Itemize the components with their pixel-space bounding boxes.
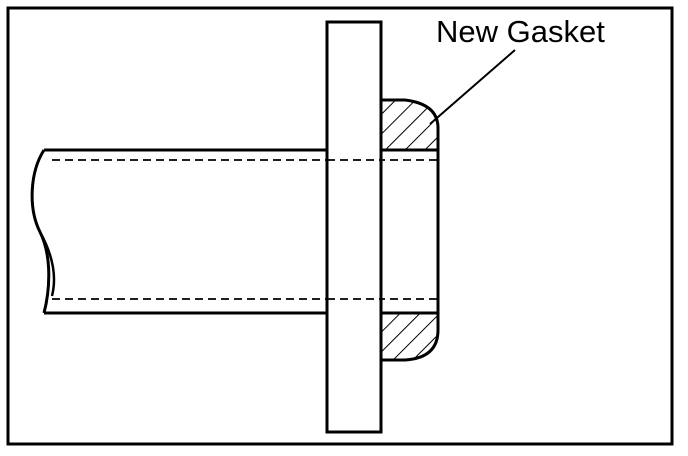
gasket-lower-section [379, 311, 440, 362]
pipe [30, 148, 438, 315]
label-leader-line [429, 49, 516, 125]
diagram-frame [6, 6, 674, 446]
gasket-upper-section [379, 98, 440, 152]
flange-plate [325, 20, 383, 434]
new-gasket-label: New Gasket [436, 14, 605, 49]
pipe-break-end [30, 149, 51, 314]
pipe-break-end-inner [38, 231, 56, 297]
